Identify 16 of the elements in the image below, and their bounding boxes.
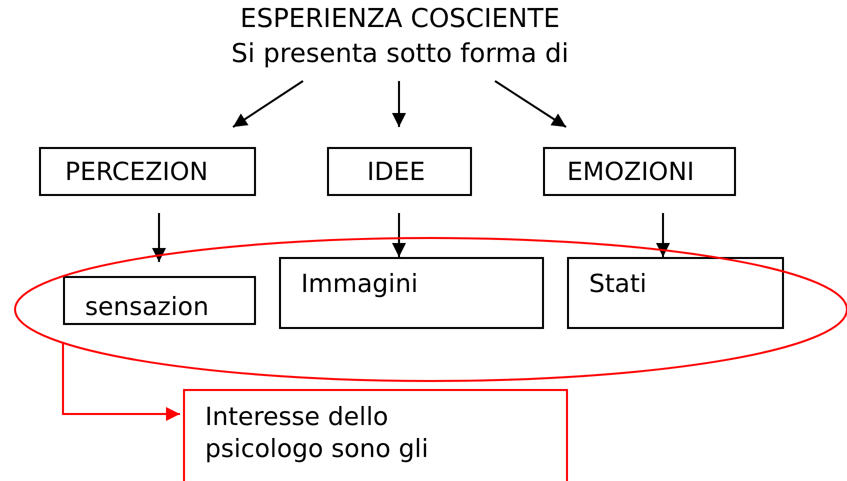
concept-box: IDEE: [327, 147, 472, 196]
concept-box: Stati: [567, 257, 784, 329]
note-box: Interesse dello psicologo sono gli: [183, 389, 568, 481]
arrow: [152, 213, 166, 262]
concept-box: Immagini: [279, 257, 544, 329]
arrow: [494, 80, 567, 128]
heading-text: Si presenta sotto forma di: [231, 38, 569, 71]
concept-box: EMOZIONI: [543, 147, 736, 196]
arrow: [656, 213, 670, 257]
arrow: [62, 343, 180, 421]
arrow: [392, 213, 406, 257]
arrow: [232, 80, 304, 128]
concept-box: sensazion: [63, 276, 256, 325]
heading-text: ESPERIENZA COSCIENTE: [240, 3, 560, 36]
concept-box: PERCEZION: [39, 147, 256, 196]
arrow: [392, 81, 406, 127]
